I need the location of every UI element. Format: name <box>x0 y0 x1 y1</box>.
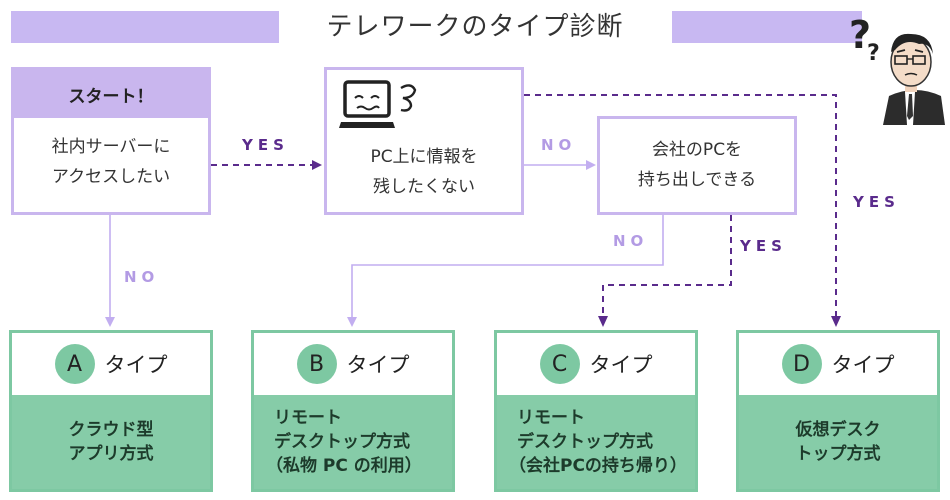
label-no-q2: NO <box>541 136 577 154</box>
arrow-q2-to-d <box>524 94 837 318</box>
type-b-header: B タイプ <box>254 333 452 395</box>
q3-question: 会社のPCを 持ち出しできる <box>600 135 794 195</box>
start-header: スタート！ <box>14 70 208 118</box>
start-line-2: アクセスしたい <box>51 167 171 187</box>
type-d-letter: D <box>781 344 822 384</box>
label-no-q3: NO <box>613 232 649 250</box>
type-a-header: A タイプ <box>12 333 210 395</box>
start-box: スタート！ 社内サーバーに アクセスしたい <box>11 67 211 215</box>
title-bar-left <box>11 11 279 43</box>
type-b-description: リモート デスクトップ方式 （私物 PC の利用） <box>254 395 452 489</box>
type-c-box: C タイプ リモート デスクトップ方式 （会社PCの持ち帰り） <box>494 330 698 492</box>
question-person-icon: ? ? <box>849 13 945 125</box>
type-b-line-3: （私物 PC の利用） <box>266 456 422 476</box>
q3-line-1: 会社のPCを <box>651 140 743 160</box>
q2-line-2: 残したくない <box>373 177 475 197</box>
type-c-header: C タイプ <box>497 333 695 395</box>
q3-line-2: 持ち出しできる <box>637 170 757 190</box>
type-c-line-2: デスクトップ方式 <box>517 432 653 452</box>
q2-question: PC上に情報を 残したくない <box>327 142 521 202</box>
type-d-description: 仮想デスク トップ方式 <box>739 395 937 489</box>
label-yes-start: YES <box>242 136 289 154</box>
type-a-line-2: アプリ方式 <box>68 444 154 464</box>
type-a-description: クラウド型 アプリ方式 <box>12 395 210 489</box>
svg-text:?: ? <box>867 41 880 66</box>
type-d-word: タイプ <box>831 353 895 377</box>
question-box-2: PC上に情報を 残したくない <box>324 67 524 215</box>
type-c-letter: C <box>539 344 580 384</box>
type-c-description: リモート デスクトップ方式 （会社PCの持ち帰り） <box>497 395 695 489</box>
arrowhead-q2-to-q3 <box>586 160 596 170</box>
page-title: テレワークのタイプ診断 <box>326 12 624 42</box>
type-c-word: タイプ <box>589 353 653 377</box>
svg-text:?: ? <box>849 13 871 57</box>
type-a-word: タイプ <box>104 353 168 377</box>
q2-line-1: PC上に情報を <box>370 147 478 167</box>
type-b-word: タイプ <box>346 353 410 377</box>
label-yes-q3: YES <box>740 237 787 255</box>
question-box-3: 会社のPCを 持ち出しできる <box>597 116 797 215</box>
arrowhead-start-to-a <box>105 317 115 327</box>
type-d-box: D タイプ 仮想デスク トップ方式 <box>736 330 940 492</box>
type-a-letter: A <box>54 344 95 384</box>
type-a-box: A タイプ クラウド型 アプリ方式 <box>9 330 213 492</box>
type-a-line-1: クラウド型 <box>68 420 154 440</box>
type-b-line-2: デスクトップ方式 <box>274 432 410 452</box>
type-d-line-2: トップ方式 <box>795 444 881 464</box>
type-d-header: D タイプ <box>739 333 937 395</box>
title-bar-right <box>672 11 862 43</box>
arrowhead-start-to-q2 <box>312 160 322 170</box>
arrowhead-q3-to-c <box>598 316 608 327</box>
start-question: 社内サーバーに アクセスしたい <box>14 132 208 192</box>
type-b-letter: B <box>296 344 337 384</box>
arrow-q3-to-b <box>351 215 664 318</box>
arrowhead-q2-to-d <box>831 316 841 327</box>
arrowhead-q3-to-b <box>347 317 357 327</box>
start-line-1: 社内サーバーに <box>51 137 171 157</box>
type-d-line-1: 仮想デスク <box>795 420 881 440</box>
type-b-line-1: リモート <box>274 408 342 428</box>
type-c-line-3: （会社PCの持ち帰り） <box>509 456 687 476</box>
arrow-q3-to-c <box>602 215 732 318</box>
laptop-icon <box>339 80 417 128</box>
label-yes-q2: YES <box>853 193 900 211</box>
label-no-start: NO <box>124 268 160 286</box>
type-c-line-1: リモート <box>517 408 585 428</box>
type-b-box: B タイプ リモート デスクトップ方式 （私物 PC の利用） <box>251 330 455 492</box>
